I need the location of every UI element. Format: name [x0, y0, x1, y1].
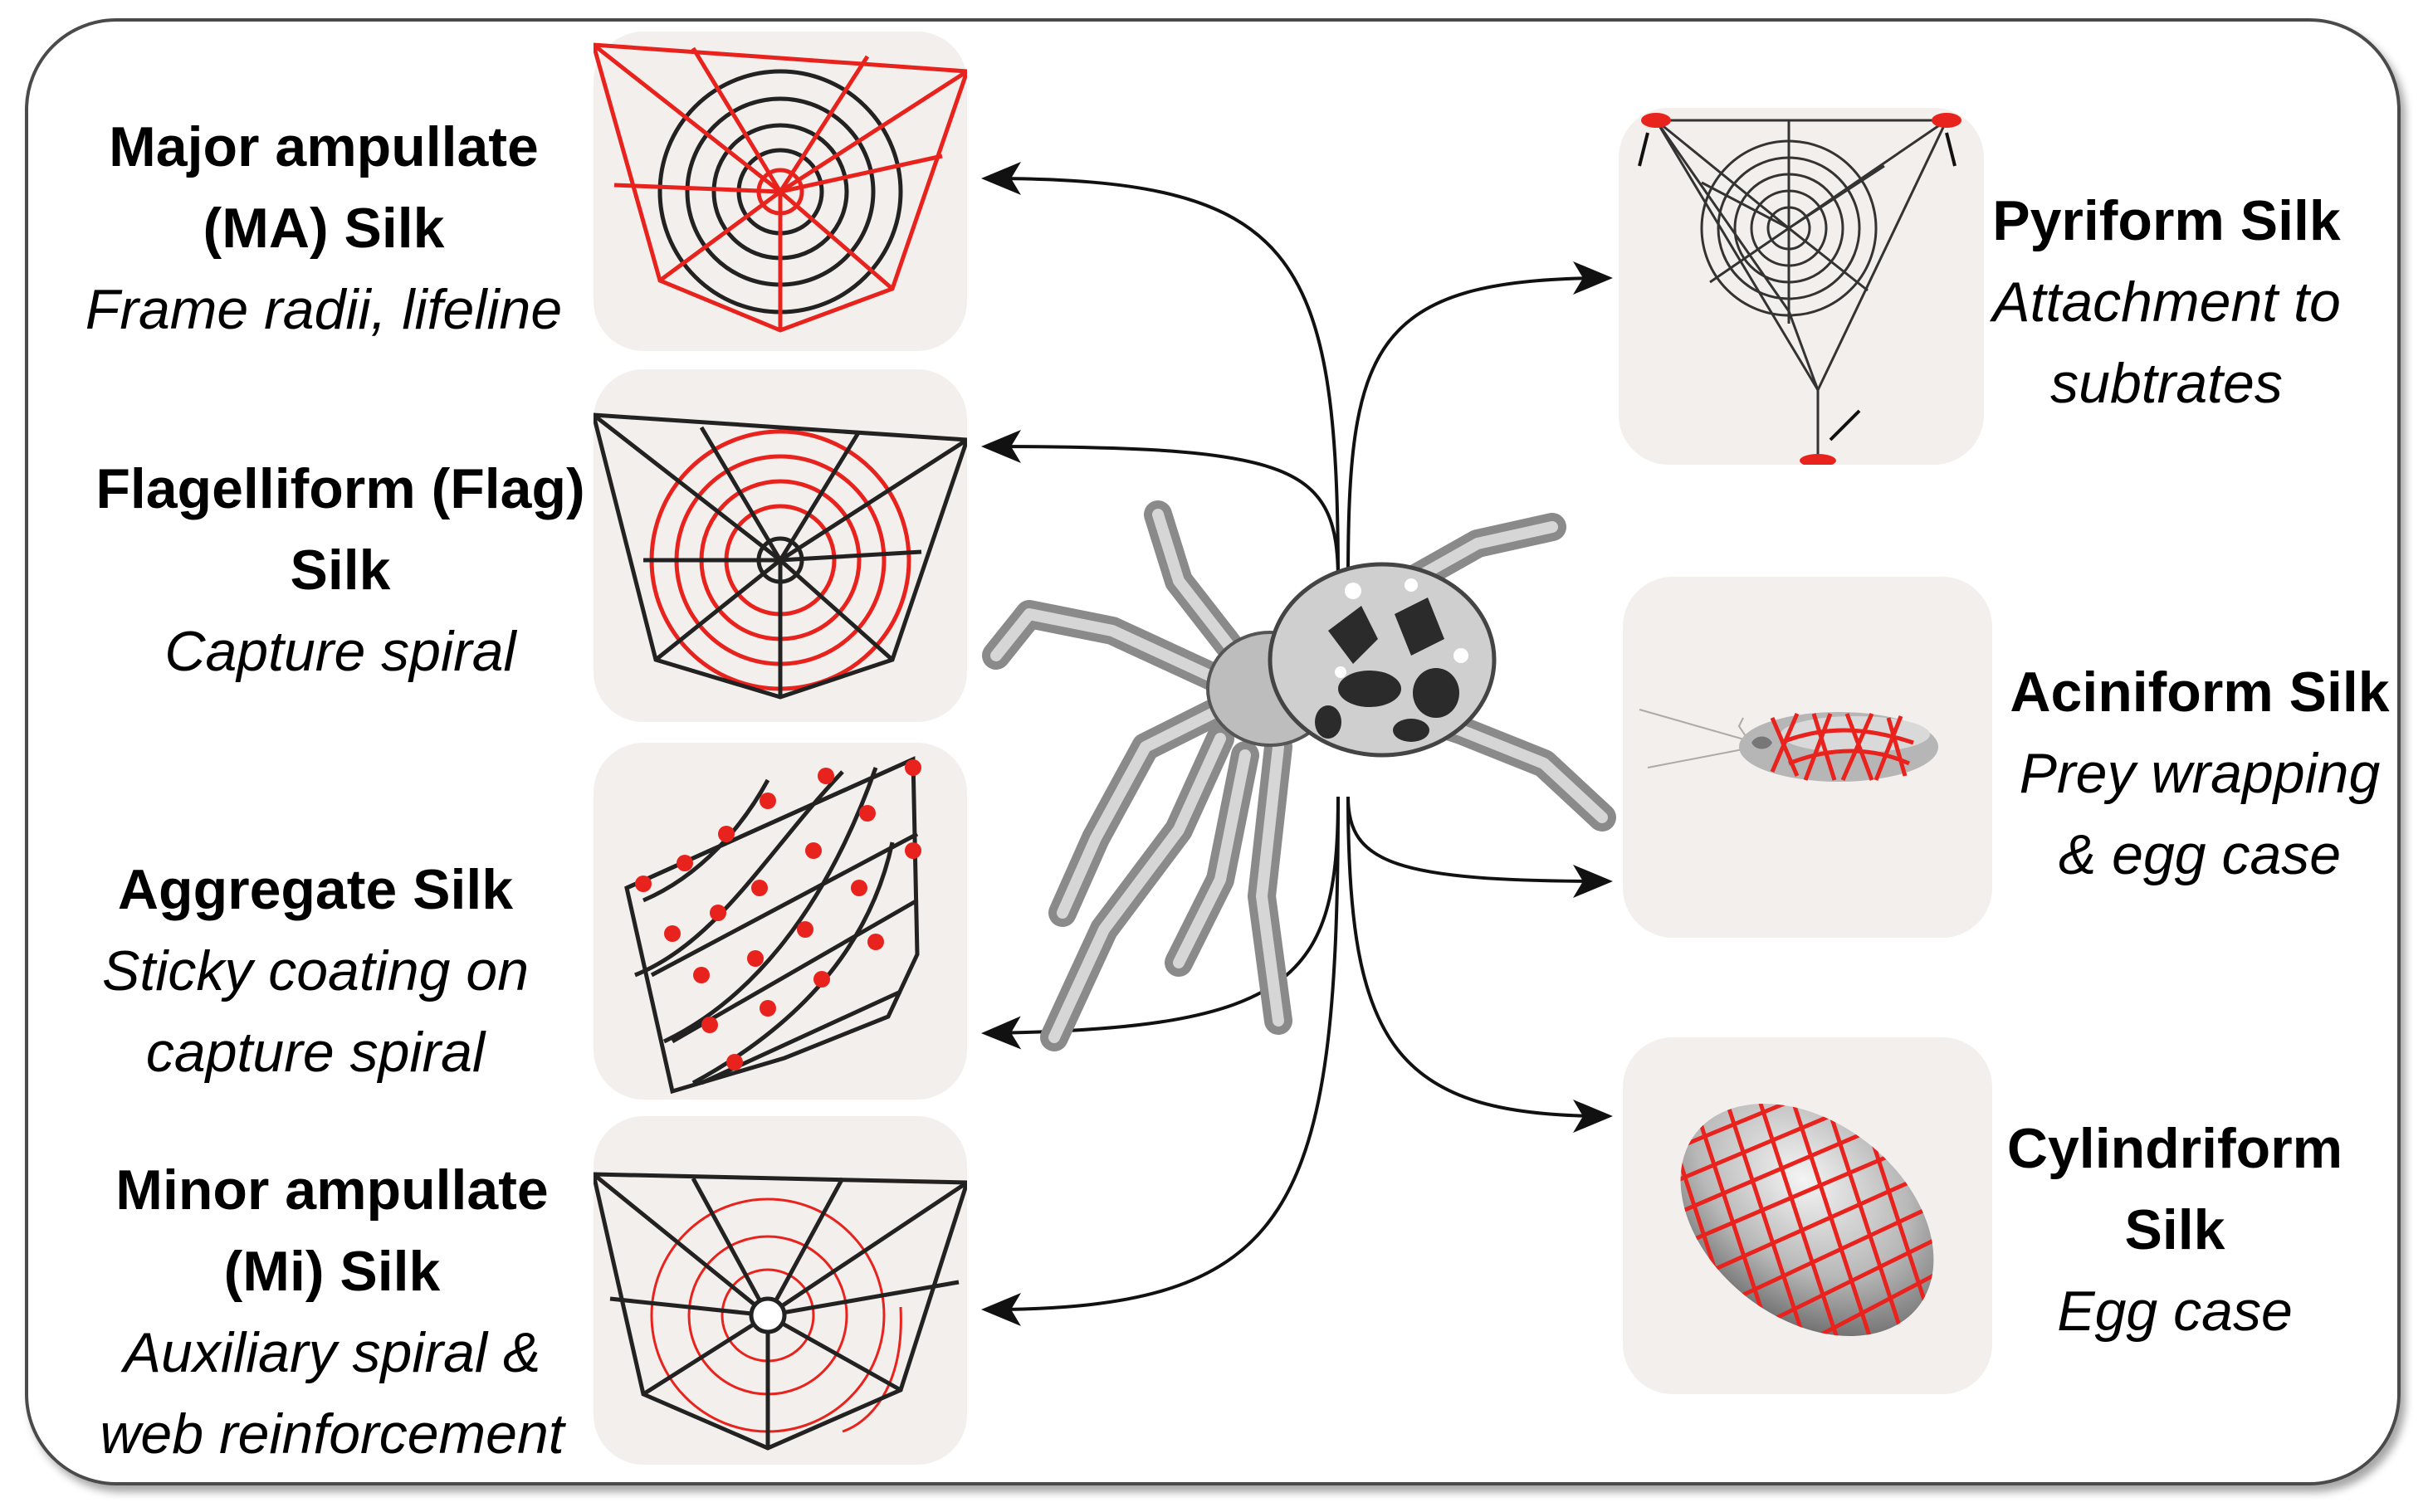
- flag-silk-title: Flagelliform (Flag): [95, 457, 585, 520]
- ma-silk-label: Major ampullate (MA) Silk Frame radii, l…: [33, 106, 614, 350]
- arrow-to-aciniform: [1346, 796, 1613, 898]
- flag-silk-description: Capture spiral: [164, 620, 516, 683]
- mi-silk-label: Minor ampullate (Mi) Silk Auxiliary spir…: [42, 1149, 623, 1475]
- cylindriform-silk-label: Cylindriform Silk Egg case: [1942, 1108, 2407, 1352]
- mi-silk-title: Minor ampullate: [115, 1158, 549, 1222]
- ma-silk-panel: [594, 32, 967, 351]
- arrow-to-pyriform: [1346, 261, 1613, 582]
- pyriform-silk-description: Attachment to: [1992, 271, 2341, 334]
- ma-silk-description: Frame radii, lifeline: [85, 278, 563, 341]
- cylindriform-silk-panel: [1623, 1037, 1992, 1394]
- aggregate-silk-panel: [594, 743, 967, 1100]
- pyriform-silk-title: Pyriform Silk: [1992, 189, 2341, 252]
- ma-silk-title: (MA) Silk: [203, 197, 445, 260]
- pyriform-silk-label: Pyriform Silk Attachment to subtrates: [1934, 180, 2399, 424]
- aggregate-silk-label: Aggregate Silk Sticky coating on capture…: [25, 849, 606, 1093]
- pyriform-silk-panel: [1619, 108, 1984, 465]
- mi-silk-title: (Mi) Silk: [223, 1240, 441, 1303]
- ma-silk-title: Major ampullate: [109, 115, 539, 178]
- orb-web-frame-icon: [594, 42, 967, 333]
- pyriform-silk-description: subtrates: [2050, 352, 2283, 415]
- arrow-to-cylindriform: [1346, 796, 1613, 1133]
- flag-silk-title: Silk: [290, 539, 391, 602]
- cylindriform-silk-title: Silk: [2124, 1198, 2225, 1261]
- mi-silk-description: web reinforcement: [100, 1402, 564, 1466]
- orb-web-spiral-icon: [594, 412, 967, 700]
- aggregate-silk-title: Aggregate Silk: [117, 858, 514, 921]
- egg-case-icon: [1635, 1056, 1979, 1384]
- mi-silk-panel: [594, 1116, 967, 1465]
- arrow-to-ma: [981, 162, 1340, 582]
- arrow-to-mi: [981, 796, 1340, 1326]
- sticky-droplet-web-icon: [624, 756, 921, 1095]
- aciniform-silk-panel: [1623, 577, 1992, 938]
- cylindriform-silk-description: Egg case: [2057, 1280, 2293, 1343]
- attachment-disc-web-icon: [1638, 113, 1961, 465]
- aciniform-silk-description: Prey wrapping: [2019, 742, 2381, 805]
- flag-silk-panel: [594, 369, 967, 722]
- arrow-to-flag: [981, 430, 1340, 582]
- aciniform-silk-description: & egg case: [2058, 823, 2342, 886]
- aciniform-silk-label: Aciniform Silk Prey wrapping & egg case: [1976, 651, 2424, 895]
- mi-silk-description: Auxiliary spiral &: [123, 1321, 541, 1384]
- aciniform-silk-title: Aciniform Silk: [2010, 661, 2390, 724]
- aggregate-silk-description: Sticky coating on: [101, 939, 530, 1002]
- flag-silk-label: Flagelliform (Flag) Silk Capture spiral: [50, 448, 631, 692]
- cylindriform-silk-title: Cylindriform: [2006, 1117, 2343, 1180]
- wrapped-prey-icon: [1639, 709, 1938, 782]
- auxiliary-spiral-web-icon: [594, 1172, 967, 1451]
- aggregate-silk-description: capture spiral: [145, 1021, 486, 1084]
- figure-frame: [25, 18, 2401, 1485]
